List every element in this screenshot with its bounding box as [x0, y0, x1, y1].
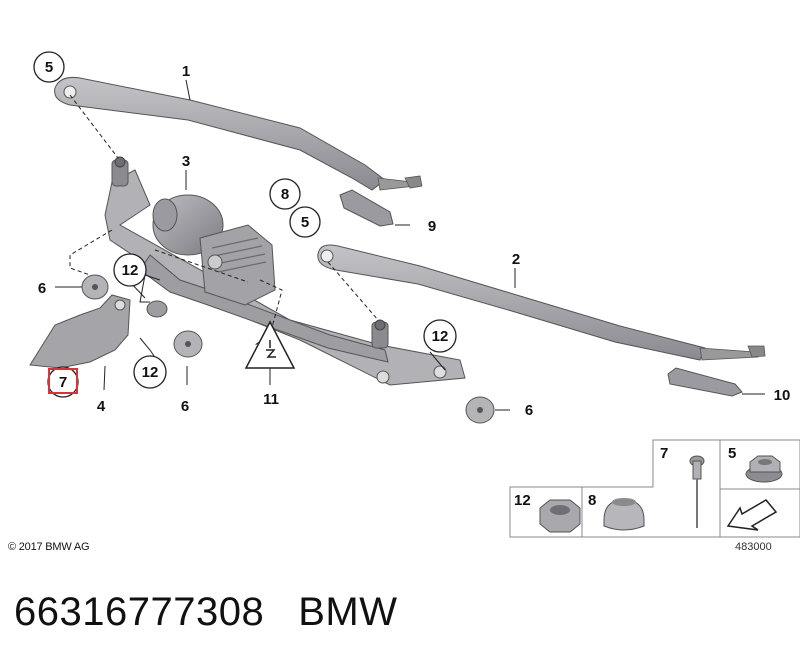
- arrow-icon: [726, 499, 778, 531]
- callout-7-highlight: [48, 368, 78, 394]
- legend-label-8: 8: [588, 492, 596, 509]
- callout-5b: 5: [301, 214, 309, 231]
- electrical-warning-triangle: [244, 320, 296, 369]
- wiper-arm-driver: [54, 77, 423, 191]
- wiper-linkage-frame: [104, 156, 466, 386]
- callout-6a: 6: [38, 280, 46, 297]
- bracket: [29, 294, 131, 369]
- callout-12c: 12: [432, 328, 449, 345]
- callout-6c: 6: [525, 402, 533, 419]
- callout-12a: 12: [122, 262, 139, 279]
- callout-5a: 5: [45, 59, 53, 76]
- legend-label-5: 5: [728, 445, 736, 462]
- flange-nut-icon: [745, 455, 783, 483]
- leader-lines: [55, 79, 765, 411]
- callout-4: 4: [97, 398, 106, 415]
- wiper-motor: [152, 194, 276, 306]
- hex-nut-12: [146, 300, 168, 318]
- callout-12a-circle: [113, 253, 147, 287]
- callout-10: 10: [774, 387, 791, 404]
- callout-9: 9: [428, 218, 436, 235]
- legend-label-12: 12: [514, 492, 531, 509]
- copyright-notice: © 2017 BMW AG: [8, 541, 90, 553]
- callout-11: 11: [263, 391, 279, 408]
- rubber-mount-6a: [81, 274, 109, 300]
- callout-6b: 6: [181, 398, 189, 415]
- legend-label-7: 7: [660, 445, 668, 462]
- rubber-mount-6c: [465, 396, 495, 424]
- part-caption: 66316777308 BMW: [14, 590, 397, 635]
- callout-3: 3: [182, 153, 190, 170]
- callouts: 5 8 5 12 12 12 7 1 3 9 2 6 4 6 11 6 10: [33, 51, 791, 419]
- callout-8-circle: [269, 178, 301, 210]
- arm-cover-9: [339, 189, 394, 227]
- callout-12b-circle: [133, 355, 167, 389]
- callout-8: 8: [281, 186, 289, 203]
- callout-2: 2: [512, 251, 520, 268]
- part-number: 66316777308: [14, 590, 265, 634]
- wiper-arm-passenger: [317, 244, 766, 361]
- callout-5b-circle: [289, 206, 321, 238]
- rubber-mount-6b: [173, 330, 203, 358]
- brand-name: BMW: [298, 590, 398, 634]
- hex-nut-icon: [539, 499, 581, 533]
- spacer-cap-icon: [603, 498, 645, 531]
- callout-7: 7: [59, 374, 67, 391]
- arm-cover-10: [667, 367, 743, 397]
- parts-legend: 7 5 12 8: [509, 439, 800, 538]
- diagram-reference-code: 483000: [735, 541, 772, 553]
- callout-12b: 12: [142, 364, 159, 381]
- callout-12c-circle: [423, 319, 457, 353]
- rivet-icon: [689, 455, 705, 528]
- callout-1: 1: [182, 63, 190, 80]
- callout-5a-circle: [33, 51, 65, 83]
